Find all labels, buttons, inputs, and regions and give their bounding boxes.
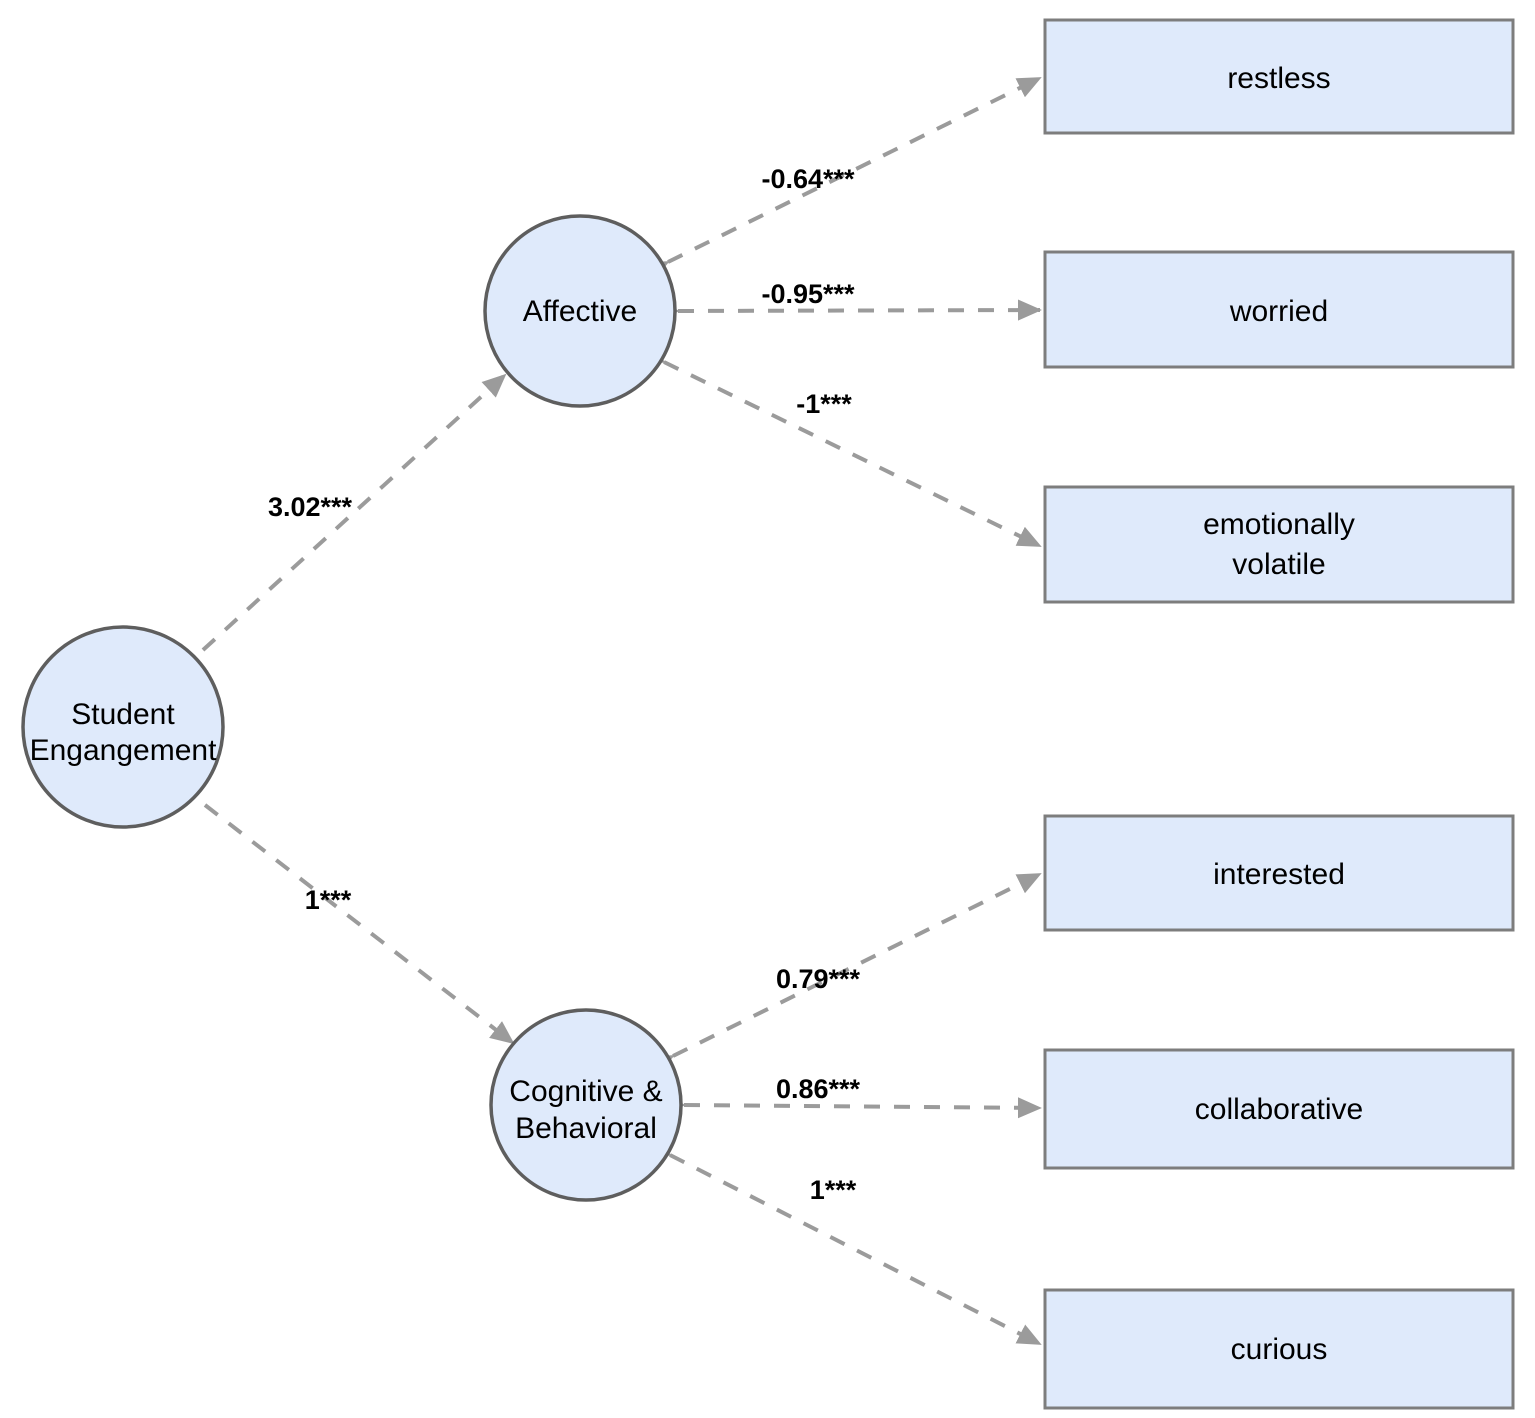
edge-label-interested-to-cognitive-behavioral: 0.79*** [776, 964, 861, 994]
node-worried-shape[interactable] [1043, 250, 1515, 369]
edge-interested-to-cognitive-behavioral [648, 872, 1042, 1076]
latent-node-layer: Student Engangement Affective Cognitive … [21, 214, 683, 1202]
node-student-engangement[interactable]: Student Engangement [21, 625, 225, 829]
node-affective-shape[interactable] [483, 214, 677, 408]
node-student-engangement-label-line1: Student [71, 698, 175, 731]
edge-label-engangement-to-cognitive-behavioral: 1*** [305, 885, 352, 915]
node-emotionally-volatile[interactable]: emotionally volatile [1043, 485, 1515, 604]
edge-label-engangement-to-affective: 3.02*** [268, 492, 353, 522]
node-interested-label: interested [1213, 858, 1345, 891]
edge-label-layer: 3.02*** 1*** -0.64*** -0.95*** -1*** 0.7… [268, 164, 861, 1205]
edge-engangement-to-cognitive-behavioral [203, 803, 515, 1045]
edge-emotionally-volatile-to-affective [639, 342, 1042, 548]
node-emotionally-volatile-label-line2: volatile [1232, 548, 1325, 581]
node-restless-shape[interactable] [1043, 18, 1515, 135]
node-worried-label: worried [1229, 295, 1328, 328]
node-student-engangement-shape[interactable] [21, 625, 225, 829]
node-collaborative-label: collaborative [1195, 1093, 1363, 1126]
node-curious-label: curious [1231, 1333, 1328, 1366]
edge-worried-to-affective [655, 299, 1042, 322]
edge-collaborative-to-cognitive-behavioral [661, 1094, 1042, 1119]
node-restless-label: restless [1227, 62, 1330, 95]
node-emotionally-volatile-label-line1: emotionally [1203, 508, 1355, 541]
observed-node-layer: restless worried emotionally volatile in… [1043, 18, 1515, 1410]
node-curious[interactable]: curious [1043, 1288, 1515, 1410]
edge-layer [201, 76, 1042, 1346]
node-affective[interactable]: Affective [483, 214, 677, 408]
node-emotionally-volatile-shape[interactable] [1043, 485, 1515, 604]
node-interested[interactable]: interested [1043, 814, 1515, 932]
node-cognitive-behavioral-label-line2: Behavioral [515, 1112, 657, 1145]
node-affective-label: Affective [523, 295, 638, 328]
node-curious-shape[interactable] [1043, 1288, 1515, 1410]
node-restless[interactable]: restless [1043, 18, 1515, 135]
edge-restless-to-affective [643, 76, 1042, 282]
edge-label-collaborative-to-cognitive-behavioral: 0.86*** [776, 1074, 861, 1104]
edge-engangement-to-affective [201, 373, 507, 652]
edge-label-worried-to-affective: -0.95*** [761, 279, 855, 309]
edge-curious-to-cognitive-behavioral [645, 1135, 1042, 1346]
node-interested-shape[interactable] [1043, 814, 1515, 932]
node-cognitive-behavioral[interactable]: Cognitive & Behavioral [489, 1008, 683, 1202]
edge-label-emotionally-volatile-to-affective: -1*** [796, 389, 852, 419]
node-student-engangement-label-line2: Engangement [30, 734, 217, 767]
node-collaborative-shape[interactable] [1043, 1048, 1515, 1170]
node-collaborative[interactable]: collaborative [1043, 1048, 1515, 1170]
node-cognitive-behavioral-label-line1: Cognitive & [509, 1075, 662, 1108]
edge-label-curious-to-cognitive-behavioral: 1*** [810, 1175, 857, 1205]
edge-label-restless-to-affective: -0.64*** [761, 164, 855, 194]
node-cognitive-behavioral-shape[interactable] [489, 1008, 683, 1202]
node-worried[interactable]: worried [1043, 250, 1515, 369]
